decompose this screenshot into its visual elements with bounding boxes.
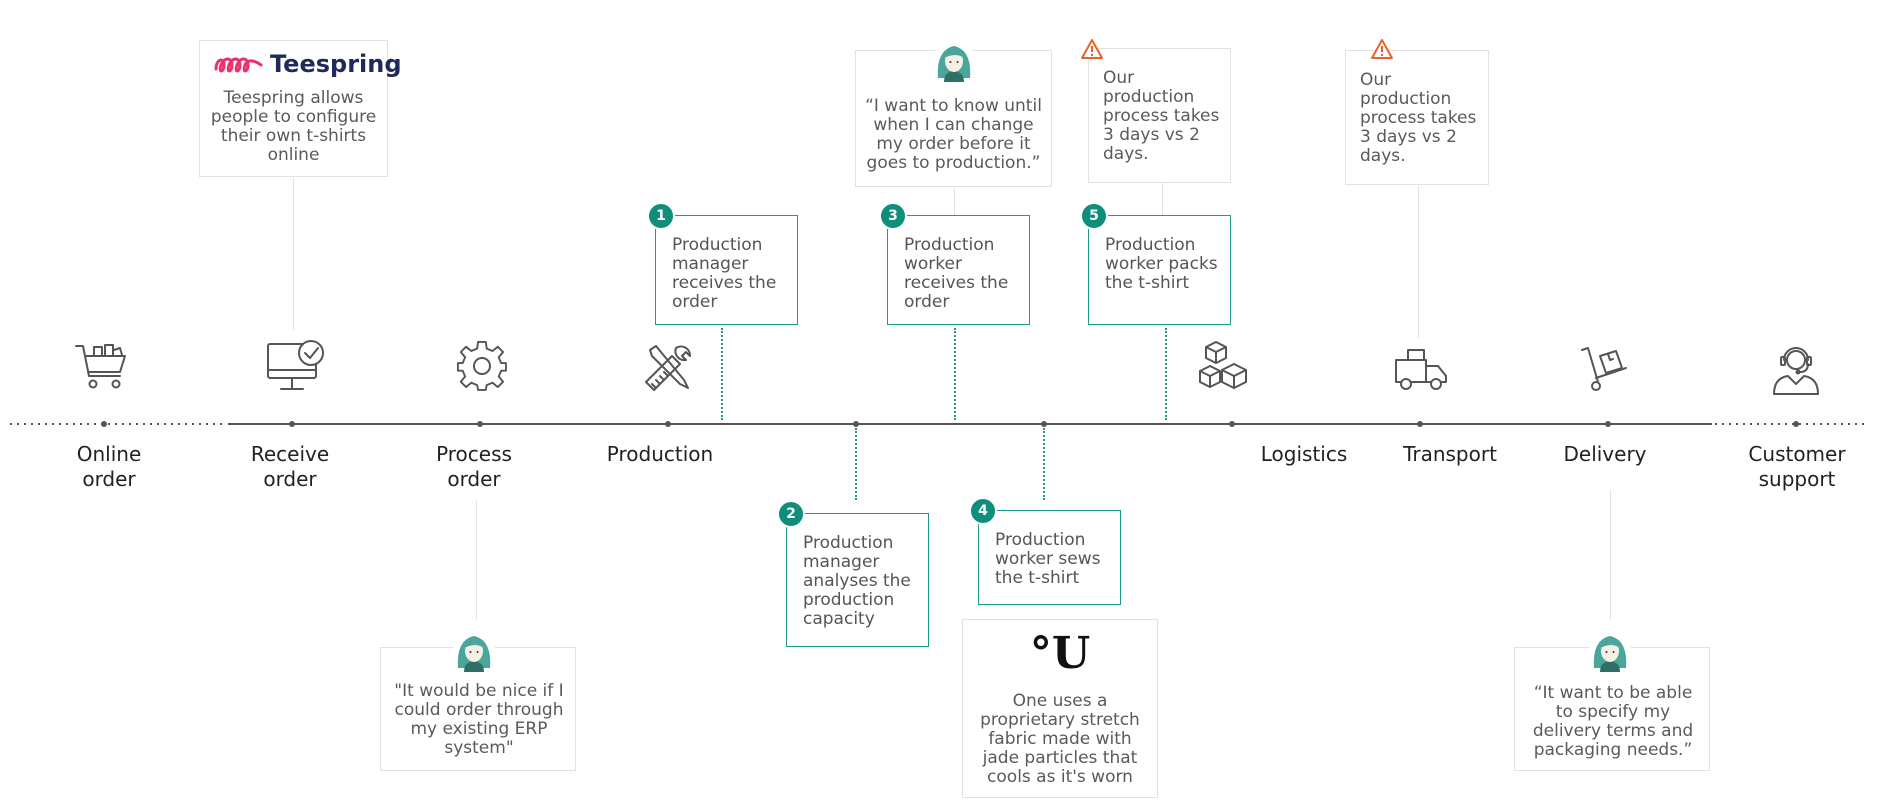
step-badge-2: 2 xyxy=(777,500,805,528)
step-connector-dotted xyxy=(954,328,956,420)
teespring-loops-icon xyxy=(214,57,263,73)
step-connector-dotted xyxy=(1165,328,1167,420)
customer-avatar-icon xyxy=(1589,629,1631,672)
stage-label-transport: Transport xyxy=(1403,442,1497,466)
timeline-node xyxy=(289,421,295,427)
stage-label-receive-order: Receive order xyxy=(250,442,330,491)
timeline-node xyxy=(477,421,483,427)
timeline-node xyxy=(101,421,107,427)
headset-agent-icon xyxy=(1773,347,1819,395)
step-connector-dotted xyxy=(1043,428,1045,500)
hand-truck-icon xyxy=(1581,347,1627,391)
stage-label-customer-support: Customer support xyxy=(1748,442,1846,491)
warning-card-production: Our production process takes 3 days vs 2… xyxy=(1088,48,1231,183)
warning-text-production: Our production process takes 3 days vs 2… xyxy=(1103,68,1220,164)
timeline-node xyxy=(1041,421,1047,427)
quote-text-erp: "It would be nice if I could order throu… xyxy=(394,681,564,758)
timeline-node xyxy=(1417,421,1423,427)
warning-icon xyxy=(1081,39,1103,59)
step-text-2: Production manager analyses the producti… xyxy=(803,533,911,629)
teespring-logo-text: Teespring xyxy=(270,50,402,78)
stage-label-logistics: Logistics xyxy=(1260,442,1348,466)
tools-icon xyxy=(645,345,691,391)
connector-line xyxy=(1418,186,1419,338)
step-badge-5: 5 xyxy=(1080,202,1108,230)
step-box-5: Production worker packs the t-shirt xyxy=(1088,215,1231,325)
timeline-node xyxy=(1605,421,1611,427)
shopping-cart-icon xyxy=(75,344,126,389)
gear-icon xyxy=(456,340,507,391)
connector-line xyxy=(1610,490,1611,620)
quote-text-delivery: “It want to be able to specify my delive… xyxy=(1532,683,1694,760)
step-connector-dotted xyxy=(721,328,723,420)
timeline-node xyxy=(1793,421,1799,427)
stage-label-production: Production xyxy=(606,442,714,466)
connector-line xyxy=(293,178,294,330)
quote-card-erp: "It would be nice if I could order throu… xyxy=(380,647,576,771)
warning-text-transport: Our production process takes 3 days vs 2… xyxy=(1360,70,1477,166)
connector-line xyxy=(1162,183,1163,216)
step-badge-3: 3 xyxy=(879,202,907,230)
step-text-5: Production worker packs the t-shirt xyxy=(1105,235,1218,293)
warning-icon xyxy=(1371,39,1393,59)
teespring-logo: Teespring xyxy=(210,49,402,79)
quote-text-change-order: “I want to know until when I can change … xyxy=(865,96,1042,173)
monitor-check-icon xyxy=(267,340,324,390)
step-connector-dotted xyxy=(855,428,857,500)
timeline-node xyxy=(1229,421,1235,427)
quote-card-change-order: “I want to know until when I can change … xyxy=(855,50,1052,187)
step-text-3: Production worker receives the order xyxy=(904,235,1009,312)
warning-card-transport: Our production process takes 3 days vs 2… xyxy=(1345,50,1489,185)
truck-icon xyxy=(1395,349,1447,390)
teespring-card: Teespring Teespring allows people to con… xyxy=(199,40,402,177)
step-text-1: Production manager receives the order xyxy=(672,235,777,312)
connector-line xyxy=(954,188,955,216)
step-text-4: Production worker sews the t-shirt xyxy=(995,530,1101,588)
teespring-description: Teespring allows people to configure the… xyxy=(210,88,377,165)
timeline-node xyxy=(665,421,671,427)
competitor-description: One uses a proprietary stretch fabric ma… xyxy=(980,691,1140,787)
stage-label-online-order: Online order xyxy=(76,442,142,491)
customer-avatar-icon xyxy=(453,629,495,672)
step-box-3: Production worker receives the order xyxy=(887,215,1030,325)
step-box-2: Production manager analyses the producti… xyxy=(786,513,929,647)
connector-line xyxy=(476,500,477,620)
step-box-1: Production manager receives the order xyxy=(655,215,798,325)
step-box-4: Production worker sews the t-shirt xyxy=(978,510,1121,605)
customer-avatar-icon xyxy=(933,39,975,82)
timeline-node xyxy=(853,421,859,427)
step-badge-4: 4 xyxy=(969,497,997,525)
stage-label-delivery: Delivery xyxy=(1563,442,1647,466)
step-badge-1: 1 xyxy=(647,202,675,230)
competitor-logo: °U xyxy=(1029,628,1091,679)
competitor-card: °U One uses a proprietary stretch fabric… xyxy=(962,619,1158,798)
stage-label-process-order: Process order xyxy=(436,442,512,491)
boxes-icon xyxy=(1199,341,1247,389)
